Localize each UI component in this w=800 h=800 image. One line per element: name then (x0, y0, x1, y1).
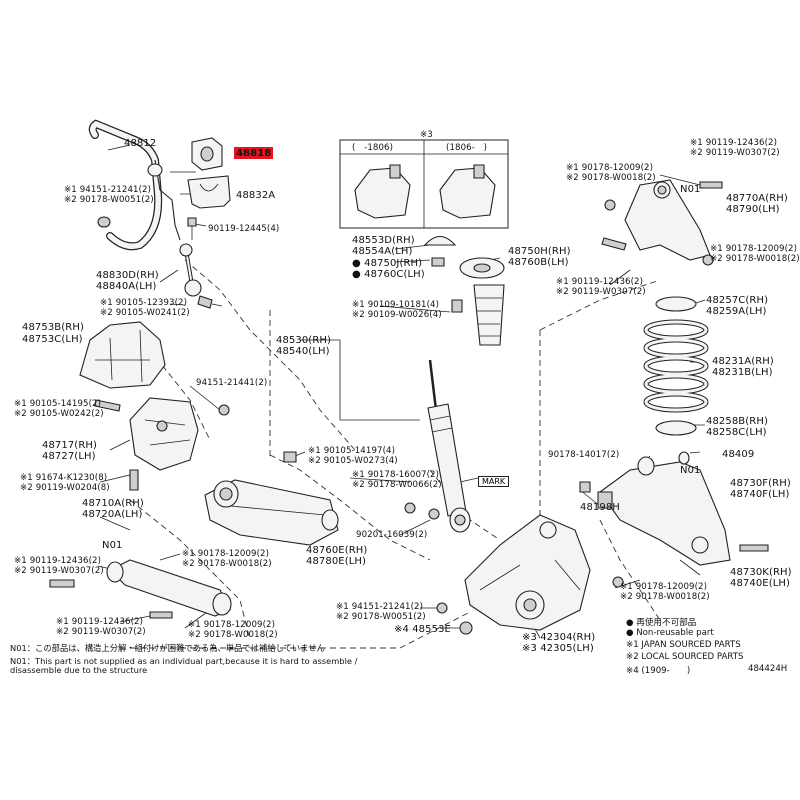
footnote-n01-jp: N01：この部品は、構造上分解・組付けが困難である為、単品では補給していません (10, 643, 325, 653)
label-190105-14195: ※1 90105-14195(2) (14, 399, 102, 409)
legend-non-reusable-en: ● Non-reusable part (626, 628, 714, 638)
label-48760e: 48760E(RH) (306, 545, 368, 556)
inset-right-label: (1806- ) (446, 143, 488, 153)
label-48780e: 48780E(LH) (306, 556, 367, 567)
inset-left-label: ( -1806) (352, 143, 394, 153)
label-290119-w0307-c: ※2 90119-W0307(2) (690, 148, 780, 158)
label-190119-12436-c: ※1 90119-12436(2) (690, 138, 778, 148)
label-290105-w0241: ※2 90105-W0241(2) (100, 308, 190, 318)
label-box-ref-3: ※3 (420, 130, 433, 140)
label-190119-12436-d: ※1 90119-12436(2) (556, 277, 644, 287)
label-90201-16039: 90201-16039(2) (356, 530, 428, 540)
label-48710a: 48710A(RH) (82, 498, 144, 509)
label-190109-10181: ※1 90109-10181(4) (352, 300, 440, 310)
label-48830d: 48830D(RH) (96, 270, 159, 281)
label-190119-12436-b: ※1 90119-12436(2) (56, 617, 144, 627)
label-290178-w0051: ※2 90178-W0051(2) (64, 195, 154, 205)
label-48812: 48812 (124, 138, 157, 149)
legend-local-sourced: ※2 LOCAL SOURCED PARTS (626, 652, 744, 662)
label-290178-w0018-a: ※2 90178-W0018(2) (182, 559, 272, 569)
label-48818-highlighted[interactable]: 48818 (234, 147, 274, 159)
label-48198h: 48198H (580, 502, 620, 513)
label-48760c: ● 48760C(LH) (352, 269, 425, 280)
label-48231a: 48231A(RH) (712, 356, 774, 367)
label-190119-12436-a: ※1 90119-12436(2) (14, 556, 102, 566)
label-48727: 48727(LH) (42, 451, 96, 462)
legend-date-range: ※4 (1909- ) (626, 666, 691, 676)
label-48740f: 48740F(LH) (730, 489, 790, 500)
label-48409: 48409 (722, 449, 755, 460)
label-48258c: 48258C(LH) (706, 427, 767, 438)
footnote-n01-en-cont: disassemble due to the structure (10, 665, 148, 675)
label-48259a: 48259A(LH) (706, 306, 767, 317)
label-48231b: 48231B(LH) (712, 367, 773, 378)
label-191674-k1230: ※1 91674-K1230(8) (20, 473, 108, 483)
label-n01-lower: N01 (680, 465, 701, 476)
label-48553d: 48553D(RH) (352, 235, 415, 246)
label-190178-12009-e: ※1 90178-12009(2) (620, 582, 708, 592)
label-94151-21441: 94151-21441(2) (196, 378, 268, 388)
label-48753b: 48753B(RH) (22, 322, 84, 333)
label-290119-w0307-b: ※2 90119-W0307(2) (56, 627, 146, 637)
label-342304: ※3 42304(RH) (522, 632, 596, 643)
label-190178-16007: ※1 90178-16007(2) (352, 470, 440, 480)
label-190105-12393: ※1 90105-12393(2) (100, 298, 188, 308)
legend-japan-sourced: ※1 JAPAN SOURCED PARTS (626, 640, 741, 650)
label-48770a: 48770A(RH) (726, 193, 788, 204)
label-48540: 48540(LH) (276, 346, 330, 357)
label-190105-14197: ※1 90105-14197(4) (308, 446, 396, 456)
label-448553e: ※4 48553E (394, 624, 451, 635)
label-48750j: ● 48750J(RH) (352, 258, 423, 269)
label-290119-w0307-d: ※2 90119-W0307(2) (556, 287, 646, 297)
shock-mark-tag: MARK (478, 476, 510, 487)
label-290178-w0018-e: ※2 90178-W0018(2) (620, 592, 710, 602)
label-290105-w0273: ※2 90105-W0273(4) (308, 456, 398, 466)
label-48730k: 48730K(RH) (730, 567, 792, 578)
label-290105-w0242: ※2 90105-W0242(2) (14, 409, 104, 419)
label-290109-w0026: ※2 90109-W0026(4) (352, 310, 442, 320)
label-290178-w0051-b: ※2 90178-W0051(2) (336, 612, 426, 622)
label-48554a: 48554A(LH) (352, 246, 413, 257)
label-48720a: 48720A(LH) (82, 509, 143, 520)
label-190178-12009-b: ※1 90178-12009(2) (188, 620, 276, 630)
label-48753c: 48753C(LH) (22, 334, 83, 345)
label-48257c: 48257C(RH) (706, 295, 769, 306)
label-48740e: 48740E(LH) (730, 578, 791, 589)
label-342305: ※3 42305(LH) (522, 643, 594, 654)
label-290119-w0204: ※2 90119-W0204(8) (20, 483, 110, 493)
label-48530: 48530(RH) (276, 335, 331, 346)
label-290178-w0066: ※2 90178-W0066(2) (352, 480, 442, 490)
diagram-code: 484424H (748, 664, 788, 674)
label-290178-w0018-c: ※2 90178-W0018(2) (566, 173, 656, 183)
label-90119-12445: 90119-12445(4) (208, 224, 280, 234)
label-190178-12009-c: ※1 90178-12009(2) (566, 163, 654, 173)
footnote-n01-en: N01：This part is not supplied as an indi… (10, 656, 358, 666)
label-290178-w0018-d: ※2 90178-W0018(2) (710, 254, 800, 264)
label-48730f: 48730F(RH) (730, 478, 791, 489)
label-n01-upper: N01 (680, 184, 701, 195)
label-48760b: 48760B(LH) (508, 257, 569, 268)
label-190178-12009-d: ※1 90178-12009(2) (710, 244, 798, 254)
label-48840a: 48840A(LH) (96, 281, 157, 292)
label-48717: 48717(RH) (42, 440, 97, 451)
label-n01-left: N01 (102, 540, 123, 551)
label-194151-21241-b: ※1 94151-21241(2) (336, 602, 424, 612)
label-90178-14017: 90178-14017(2) (548, 450, 620, 460)
label-48790: 48790(LH) (726, 204, 780, 215)
label-194151-21241: ※1 94151-21241(2) (64, 185, 152, 195)
label-48750h: 48750H(RH) (508, 246, 571, 257)
label-48832a: 48832A (236, 190, 276, 201)
label-290178-w0018-b: ※2 90178-W0018(2) (188, 630, 278, 640)
label-190178-12009-a: ※1 90178-12009(2) (182, 549, 270, 559)
legend-non-reusable-jp: ● 再使用不可部品 (626, 618, 697, 628)
label-48258b: 48258B(RH) (706, 416, 768, 427)
label-290119-w0307-a: ※2 90119-W0307(2) (14, 566, 104, 576)
